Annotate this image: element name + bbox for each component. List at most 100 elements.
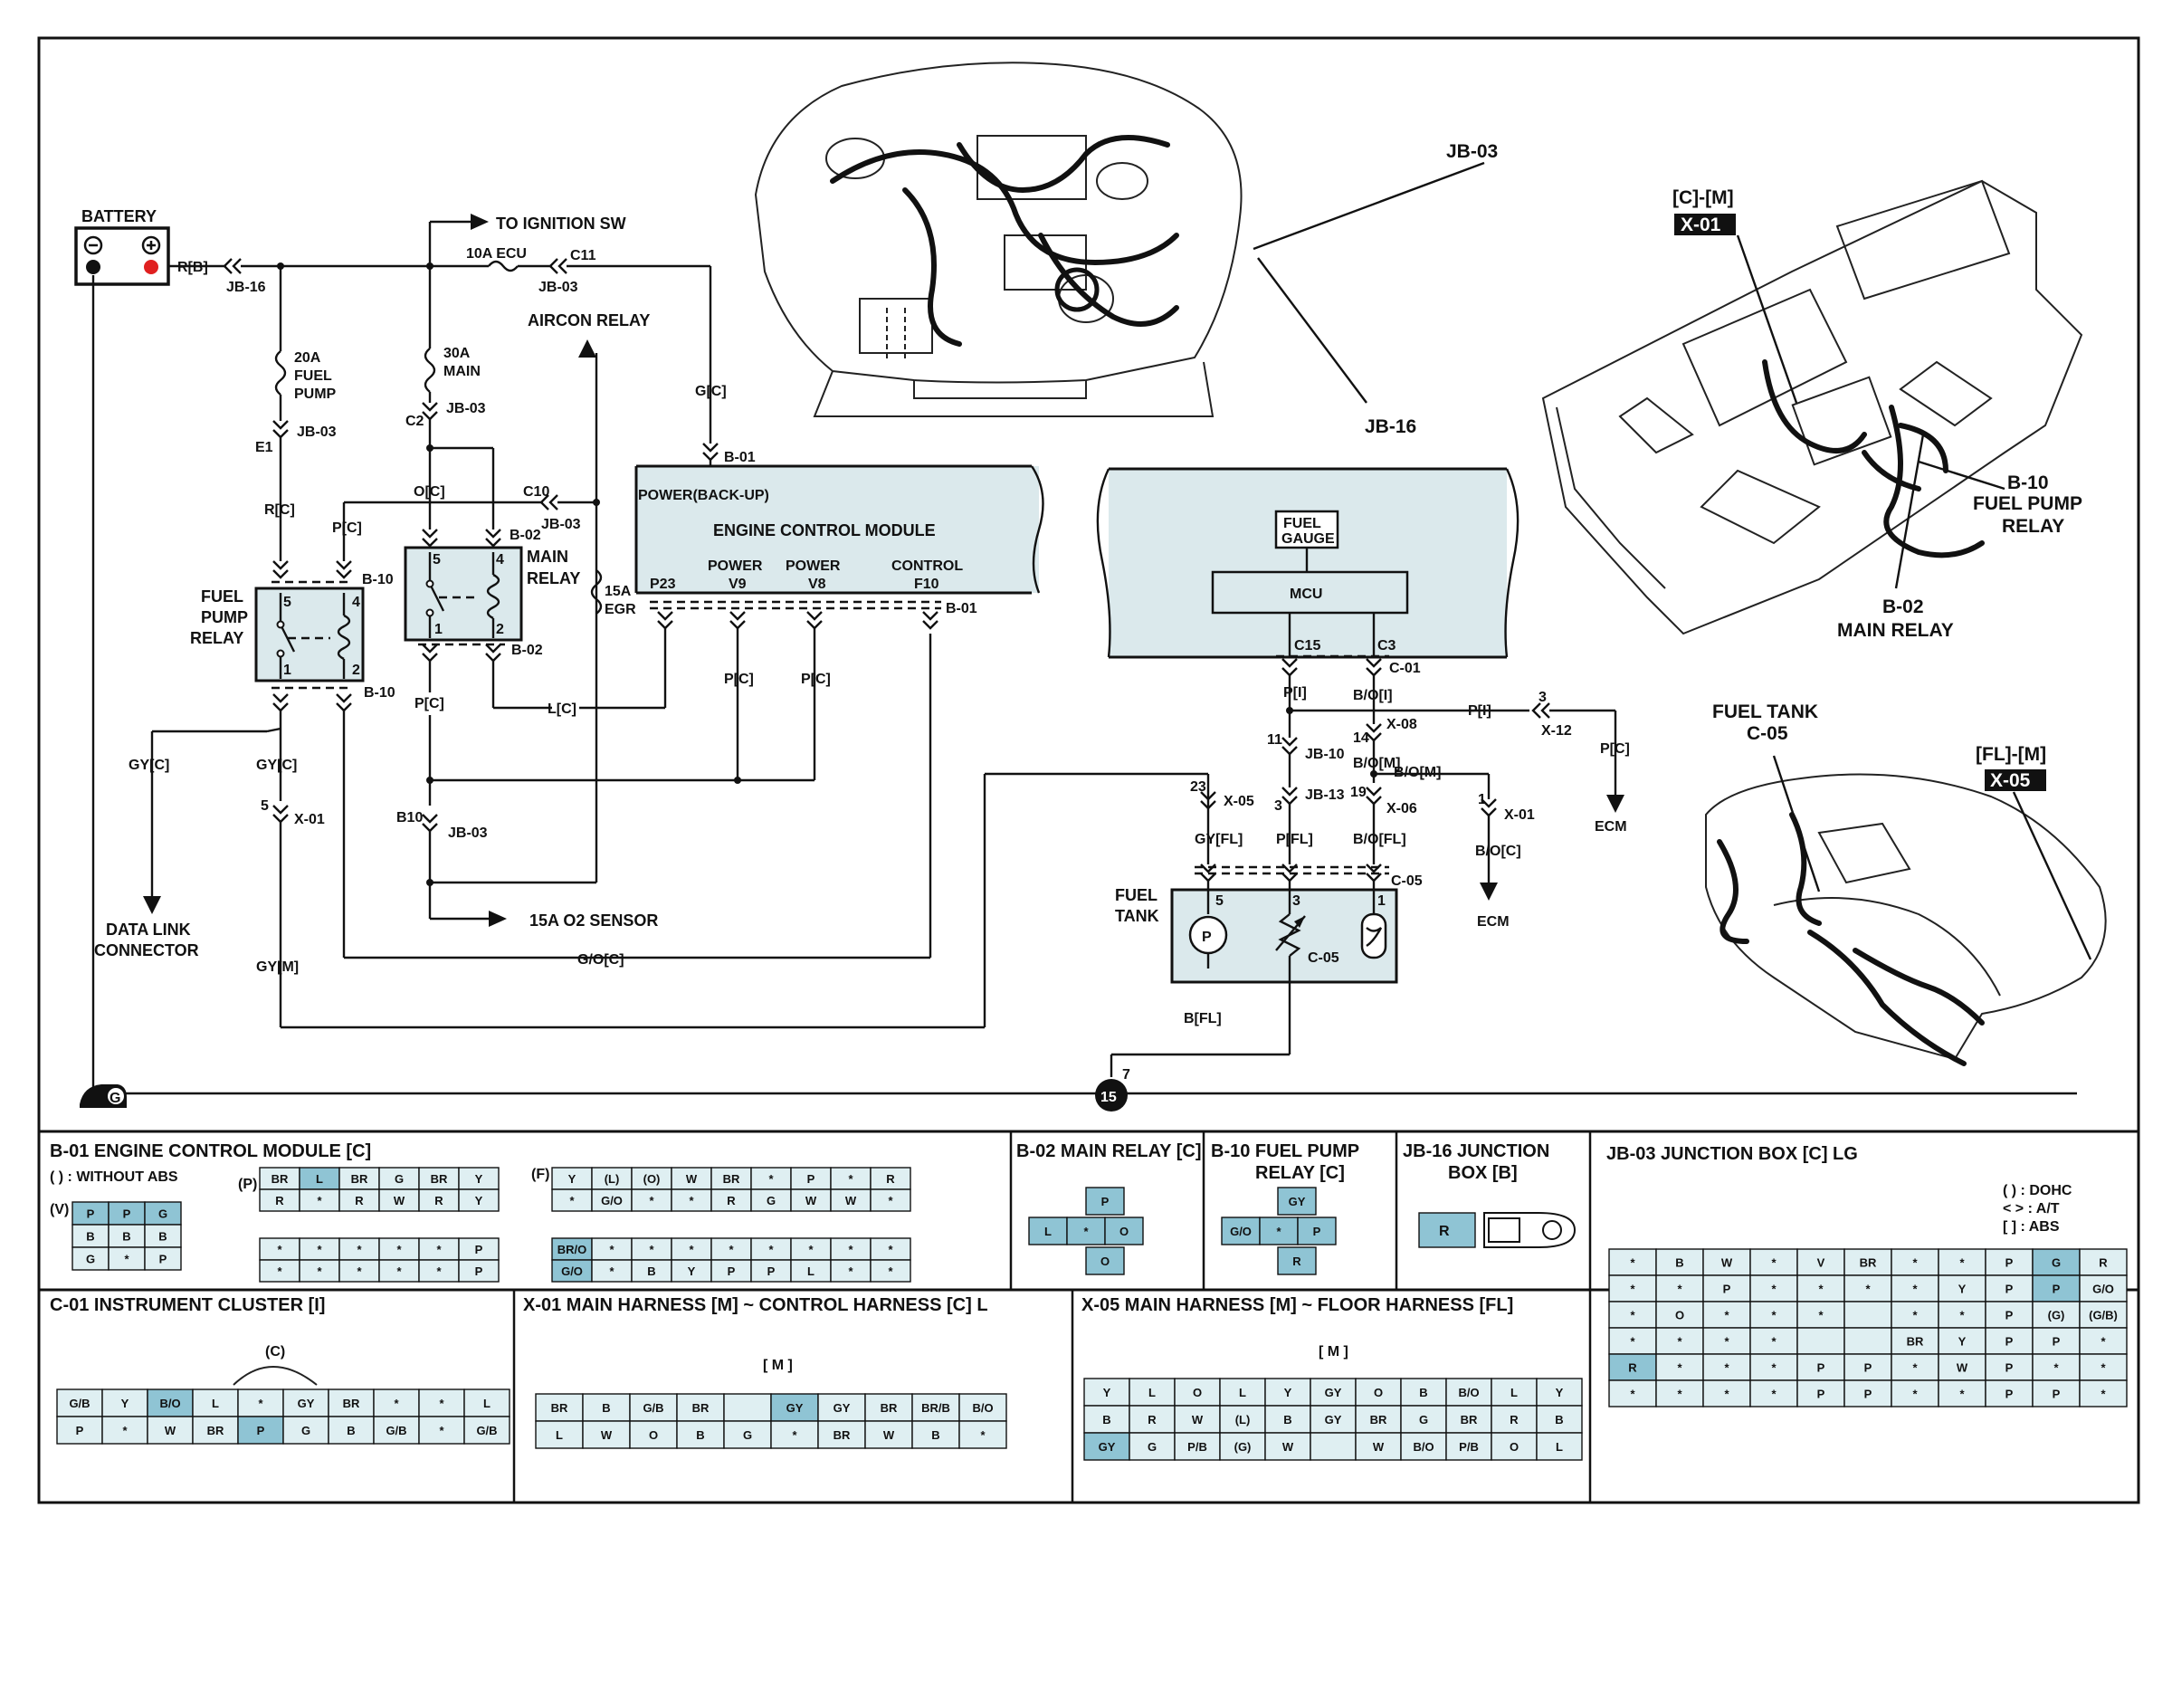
jb03c-pin bbox=[1796, 1353, 1845, 1381]
jb03c-pin-label: * bbox=[1959, 1309, 1965, 1322]
jb03c-pin bbox=[1749, 1248, 1798, 1276]
jb03c-pin bbox=[2032, 1301, 2081, 1329]
c01c-pin bbox=[192, 1388, 239, 1417]
c01c-pin-label: * bbox=[258, 1397, 263, 1410]
x05c-pin-label: O bbox=[1374, 1386, 1383, 1399]
b01p-pin-label: R bbox=[275, 1194, 284, 1207]
b01p-pin bbox=[378, 1167, 420, 1190]
wire-bfl: B[FL] bbox=[1184, 1011, 1222, 1026]
b01f-pin-label: * bbox=[848, 1243, 853, 1256]
b01f-pin-label: * bbox=[848, 1172, 853, 1186]
control-label: CONTROL bbox=[891, 558, 963, 574]
b10-top-label: B-10 bbox=[362, 572, 394, 587]
c01-c-tag: (C) bbox=[265, 1344, 285, 1360]
b01f-pin bbox=[671, 1188, 712, 1212]
b02c-pin-label: L bbox=[1044, 1225, 1052, 1238]
b01f-pin-label: W bbox=[686, 1172, 698, 1186]
jb03c-pin bbox=[2032, 1327, 2081, 1355]
x01c-pin-label: O bbox=[649, 1428, 658, 1442]
b01-v-tag: (V) bbox=[50, 1202, 69, 1217]
ground-15-label: 15 bbox=[1100, 1090, 1117, 1105]
x01c-pin-label: B/O bbox=[972, 1401, 993, 1415]
mcu-label: MCU bbox=[1290, 587, 1322, 602]
c01c-pin bbox=[373, 1416, 420, 1445]
legend-abs: [ ] : ABS bbox=[2003, 1219, 2060, 1235]
jb03c-pin bbox=[1891, 1301, 1939, 1329]
jb03c-pin-label: BR bbox=[1907, 1335, 1924, 1349]
wire-pfl: P[FL] bbox=[1276, 832, 1313, 847]
jb03c-pin-label: P bbox=[2053, 1335, 2061, 1349]
jb03c-pin-label: * bbox=[2053, 1361, 2059, 1375]
x01c-pin bbox=[723, 1393, 772, 1422]
b01v-pin-label: B bbox=[86, 1230, 94, 1244]
jb03c-pin-label: P bbox=[2053, 1283, 2061, 1296]
jb03c-pin bbox=[1749, 1301, 1798, 1329]
b01v-pin-label: P bbox=[123, 1207, 131, 1221]
wire-gym: GY[M] bbox=[256, 959, 299, 975]
x05c-pin bbox=[1400, 1432, 1447, 1461]
outer-frame bbox=[37, 36, 2140, 1504]
main-relay-label-a: MAIN bbox=[527, 548, 568, 566]
fpr-pin2: 2 bbox=[352, 663, 360, 678]
b01p-pin-label: * bbox=[396, 1243, 402, 1256]
jb03c-pin-label: * bbox=[1630, 1283, 1635, 1296]
b02c-pin-label: P bbox=[1101, 1195, 1110, 1208]
b02c-pin bbox=[1028, 1217, 1068, 1245]
b01f-pin-label: L bbox=[807, 1264, 814, 1278]
jb03c-pin-label: * bbox=[1771, 1283, 1777, 1296]
x05c-pin-label: G bbox=[1419, 1413, 1428, 1427]
ecm-label-1: ECM bbox=[1595, 819, 1627, 835]
b01f-pin-label: W bbox=[805, 1194, 817, 1207]
c01c-pin-label: P bbox=[76, 1424, 84, 1437]
b10c-pin-label: P bbox=[1313, 1225, 1321, 1238]
b02c-pin bbox=[1085, 1187, 1125, 1216]
to-ignition-label: TO IGNITION SW bbox=[496, 215, 626, 233]
jb03c-pin bbox=[1655, 1379, 1704, 1407]
wire-goc: G/O[C] bbox=[577, 952, 624, 968]
locator-fueltank-b: C-05 bbox=[1747, 723, 1788, 744]
b01f-pin bbox=[591, 1188, 633, 1212]
x05c-pin-label: Y bbox=[1284, 1386, 1292, 1399]
b01f-pin bbox=[631, 1237, 672, 1261]
b01f-pin bbox=[870, 1237, 911, 1261]
b01v-pin bbox=[108, 1246, 146, 1271]
jb03-main-label: JB-03 bbox=[446, 401, 486, 416]
jb03c-pin-label: P bbox=[1864, 1361, 1872, 1375]
x05c-pin bbox=[1536, 1432, 1583, 1461]
b01p-pin-label: * bbox=[317, 1264, 322, 1278]
x05c-pin-label: GY bbox=[1325, 1386, 1342, 1399]
x05c-pin bbox=[1400, 1378, 1447, 1407]
x01c-pin bbox=[958, 1420, 1007, 1449]
jb03c-pin bbox=[1985, 1327, 2034, 1355]
jb03c-pin-label: * bbox=[1818, 1283, 1824, 1296]
jb03c-pin bbox=[1985, 1248, 2034, 1276]
mr-pin4: 4 bbox=[496, 552, 504, 568]
jb03c-pin bbox=[1655, 1274, 1704, 1302]
jb03c-pin-label: * bbox=[1677, 1335, 1682, 1349]
jb03c-pin-label: * bbox=[1771, 1256, 1777, 1270]
b01v-pin-label: P bbox=[159, 1253, 167, 1266]
b01f-pin bbox=[870, 1188, 911, 1212]
b02c-pin bbox=[1066, 1217, 1106, 1245]
jb03c-pin-label: * bbox=[1771, 1388, 1777, 1401]
x01-right-label: X-01 bbox=[1504, 807, 1535, 823]
b01f-pin-label: W bbox=[845, 1194, 857, 1207]
jb03c-pin-label: V bbox=[1817, 1256, 1825, 1270]
b10c-pin-label: GY bbox=[1289, 1195, 1306, 1208]
aircon-relay-label: AIRCON RELAY bbox=[528, 311, 650, 329]
b01p-pin bbox=[338, 1188, 380, 1212]
b01f-pin-label: BR/O bbox=[557, 1243, 587, 1256]
b10-title-b: RELAY [C] bbox=[1255, 1163, 1345, 1183]
b01f-pin bbox=[870, 1259, 911, 1283]
jb03c-pin-label: P bbox=[2005, 1309, 2014, 1322]
b02-connector: PL*OO bbox=[1028, 1187, 1144, 1275]
x05c-pin-label: BR bbox=[1370, 1413, 1387, 1427]
wire-pc-2: P[C] bbox=[414, 696, 444, 711]
ground-g-label: G bbox=[110, 1091, 120, 1106]
jb03c-pin-label: B bbox=[1675, 1256, 1683, 1270]
b02c-pin-label: * bbox=[1083, 1225, 1089, 1238]
b01p-pin-label: R bbox=[355, 1194, 364, 1207]
jb03c-pin-label: P bbox=[2005, 1283, 2014, 1296]
thermistor bbox=[1360, 912, 1387, 959]
